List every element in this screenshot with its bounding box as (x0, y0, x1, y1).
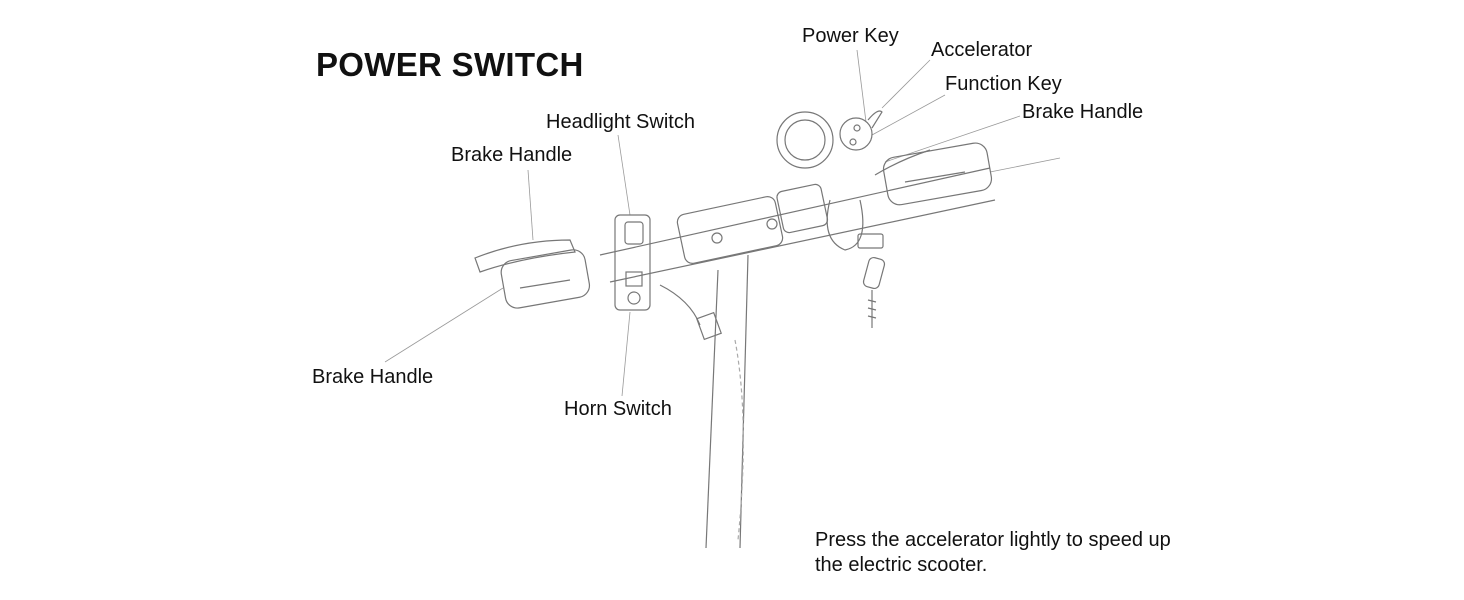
leader-accelerator (881, 59, 931, 109)
page-title: POWER SWITCH (316, 46, 584, 83)
label-brake-handle-left-top: Brake Handle (451, 144, 573, 166)
leader-brake-left-top (527, 169, 534, 241)
ignition-key (857, 233, 886, 328)
leader-brake-left-bottom (384, 287, 504, 363)
leader-grip-end (989, 157, 1061, 173)
left-grip (474, 239, 591, 309)
right-grip (874, 142, 993, 206)
description-text: Press the accelerator lightly to speed u… (815, 529, 1171, 576)
left-switch-block (614, 214, 722, 341)
label-function-key: Function Key (945, 73, 1062, 95)
leader-horn (621, 311, 631, 397)
stem (705, 254, 749, 549)
label-accelerator: Accelerator (931, 39, 1033, 61)
label-power-key: Power Key (802, 25, 899, 47)
leader-lines (384, 49, 1061, 397)
label-brake-handle-left-bottom: Brake Handle (312, 366, 434, 388)
label-brake-handle-right: Brake Handle (1022, 101, 1144, 123)
handlebar-tube (599, 167, 996, 283)
leader-power-key (856, 49, 867, 123)
label-headlight-switch: Headlight Switch (546, 111, 695, 133)
label-horn-switch: Horn Switch (564, 398, 672, 420)
leader-headlight (617, 134, 631, 216)
display-unit (776, 110, 883, 251)
leader-function-key (871, 94, 946, 136)
